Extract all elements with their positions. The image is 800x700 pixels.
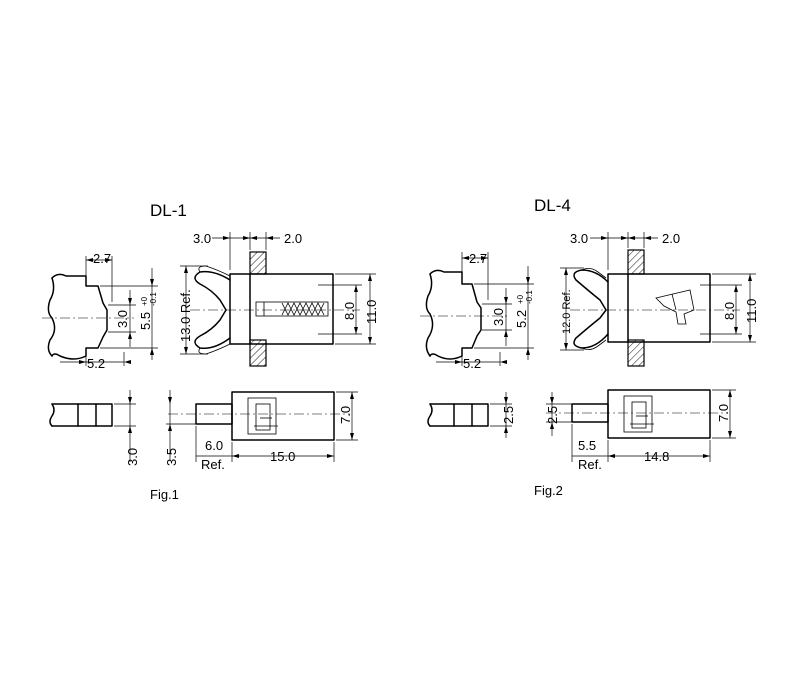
dim-neck-height: 3.0 <box>115 310 130 328</box>
dim-panel-thickness: 2.0 <box>662 231 680 246</box>
dim-height-ref: 12.0 Ref. <box>561 289 573 334</box>
panel-slot-profile: 2.7 3.0 5.5 +0 -0.1 5.2 <box>42 251 158 371</box>
figure-title: DL-4 <box>534 196 571 215</box>
dim-end-thickness: 2.5 <box>501 406 516 424</box>
dim-pin-offset: 3.5 <box>164 448 179 466</box>
dim-end-thickness: 3.0 <box>125 448 140 466</box>
panel-wall-bottom <box>249 339 267 367</box>
dim-body-outer: 11.0 <box>364 300 379 324</box>
dim-tol-minus: -0.1 <box>525 290 534 304</box>
dim-tol-minus: -0.1 <box>149 292 158 306</box>
dim-tol-plus: +0 <box>140 296 149 306</box>
dim-panel-thickness: 2.0 <box>284 231 302 246</box>
dim-slot-width: 2.7 <box>93 251 111 266</box>
figure-dl-4: DL-4 2.7 3.0 5.2 + <box>420 196 759 498</box>
dim-body-inner: 8.0 <box>342 302 357 320</box>
figure-caption: Fig.2 <box>534 483 563 498</box>
dim-body-outer: 11.0 <box>744 299 759 323</box>
dim-slot-width: 2.7 <box>469 251 487 266</box>
dim-slot-opening: 5.2 <box>514 310 529 328</box>
dim-body-length: 15.0 <box>270 449 295 464</box>
latch-front-view: 7.0 3.5 6.0 Ref. 15.0 <box>164 390 358 472</box>
panel-wall-bottom <box>627 339 645 367</box>
dim-body-inner: 8.0 <box>722 302 737 320</box>
dim-body-length: 14.8 <box>644 449 669 464</box>
dim-body-height: 7.0 <box>338 406 353 424</box>
panel-end-view: 2.5 <box>427 392 516 438</box>
dim-height-ref: 13.0 Ref. <box>178 289 193 342</box>
latch-front-view: 7.0 2.5 5.5 Ref. 14.8 <box>545 389 736 472</box>
dim-pin-length: 5.5 <box>578 438 596 453</box>
dim-slot-opening: 5.5 <box>138 312 153 330</box>
dim-body-height: 7.0 <box>716 404 731 422</box>
dim-pin-length: 6.0 <box>205 438 223 453</box>
figure-caption: Fig.1 <box>150 487 179 502</box>
panel-wall-top <box>249 251 267 275</box>
dim-pin-offset: 2.5 <box>545 406 560 424</box>
figure-dl-1: DL-1 2.7 3.0 5.5 + <box>42 201 379 502</box>
dim-pin-ref: Ref. <box>578 457 602 472</box>
latch-side-view: 3.0 2.0 13.0 Ref. 8.0 11.0 <box>178 231 379 367</box>
figure-title: DL-1 <box>150 201 187 220</box>
dim-neck-height: 3.0 <box>491 308 506 326</box>
dim-tol-plus: +0 <box>516 294 525 304</box>
panel-slot-profile: 2.7 3.0 5.2 +0 -0.1 5.2 <box>420 251 534 371</box>
dim-pin-ref: Ref. <box>201 457 225 472</box>
dim-slot-base: 5.2 <box>463 356 481 371</box>
panel-end-view: 3.0 <box>49 390 140 466</box>
dim-panel-offset: 3.0 <box>193 231 211 246</box>
dim-panel-offset: 3.0 <box>570 231 588 246</box>
latch-side-view: 3.0 2.0 12.0 Ref. 8.0 11.0 <box>560 231 759 367</box>
dim-slot-base: 5.2 <box>87 356 105 371</box>
panel-wall-top <box>627 249 645 275</box>
